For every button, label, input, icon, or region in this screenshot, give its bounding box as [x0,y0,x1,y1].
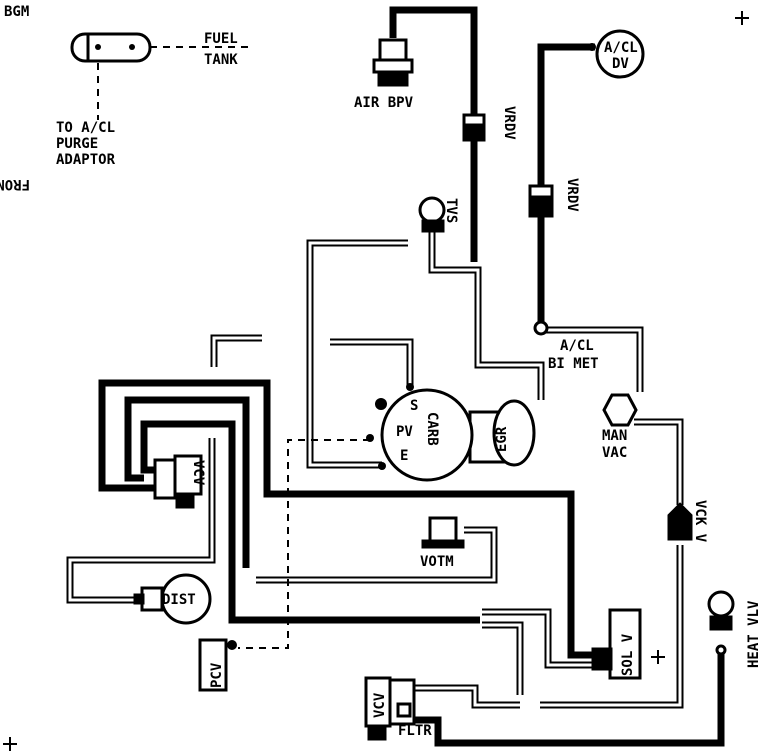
inner-pcv-line [140,420,480,624]
charcoal-canister [70,32,152,63]
acl-bimet-label-1: A/CL [560,338,594,354]
fltr-label: FLTR [398,723,432,739]
pcv-to-carb-line [238,439,370,649]
thick-vacuum-lines [98,6,725,747]
air-bpv-to-carb-line [389,6,478,115]
sol-v-solenoid [591,608,642,680]
carburetor [366,383,536,482]
hollow-hoses [66,232,684,709]
vrdv-label-upper: VRDV [501,106,517,140]
tank-label: TANK [204,52,238,68]
components [70,29,735,741]
fuel-label: FUEL [204,31,238,47]
adaptor-label: ADAPTOR [56,152,116,168]
vck-v-valve [667,502,693,541]
outer-vcv-loop-line [98,379,594,659]
acl-bimet-sensor [533,320,549,336]
vcv-label-lower: VCV [372,692,388,718]
sol-v-label: SOL V [620,633,636,676]
man-vac-fitting [602,393,638,427]
air-bpv-label: AIR BPV [354,95,414,111]
carb-e-label: E [400,448,408,464]
acl-bimet-label-2: BI MET [548,356,599,372]
registration-marks [3,11,749,751]
egr-label: EGR [494,426,510,452]
purge-label: PURGE [56,136,98,152]
vrdv-valve-upper [462,113,486,142]
filter [396,702,412,718]
heat-vlv-label: HEAT VLV [746,600,762,668]
acl-dv-to-bimet-line [537,43,595,186]
carb-label: CARB [424,412,440,446]
vcv-label-upper: VCV [190,460,206,486]
vac-label: VAC [602,445,627,461]
labels: BGM FUEL TANK TO A/CL PURGE ADAPTOR FRON… [0,4,762,739]
air-bpv-valve [372,38,414,87]
vcv-valve-lower [364,676,416,741]
carb-s-label: S [410,398,418,414]
vrdv-label-lower: VRDV [564,178,580,212]
vrdv-valve-lower [528,184,554,218]
man-label: MAN [602,428,627,444]
dist-label: DIST [162,592,196,608]
distributor [133,573,212,625]
acl-dv-valve [588,29,645,79]
middle-sol-line [124,396,250,568]
acl-dv-label-1: A/CL [604,40,638,56]
tvs-label: TVS [443,198,459,223]
dashed-lines [97,46,370,649]
code-label: BGM [4,4,29,20]
carb-pv-label: PV [396,424,413,440]
pcv-label: PCV [209,662,225,688]
votm-valve [421,516,465,549]
votm-label: VOTM [420,554,454,570]
heat-vlv-to-vcv-line [414,650,725,747]
acl-dv-label-2: DV [612,56,629,72]
vcv-valve-upper [153,454,203,509]
tvs-valve [418,196,446,233]
heat-vlv-valve [707,590,735,656]
vck-v-label: VCK V [692,500,708,543]
to-acl-label: TO A/CL [56,120,115,136]
pcv-valve [198,638,237,692]
front-of-vehicle-label: FRONT OF VEHICLE [0,176,30,192]
